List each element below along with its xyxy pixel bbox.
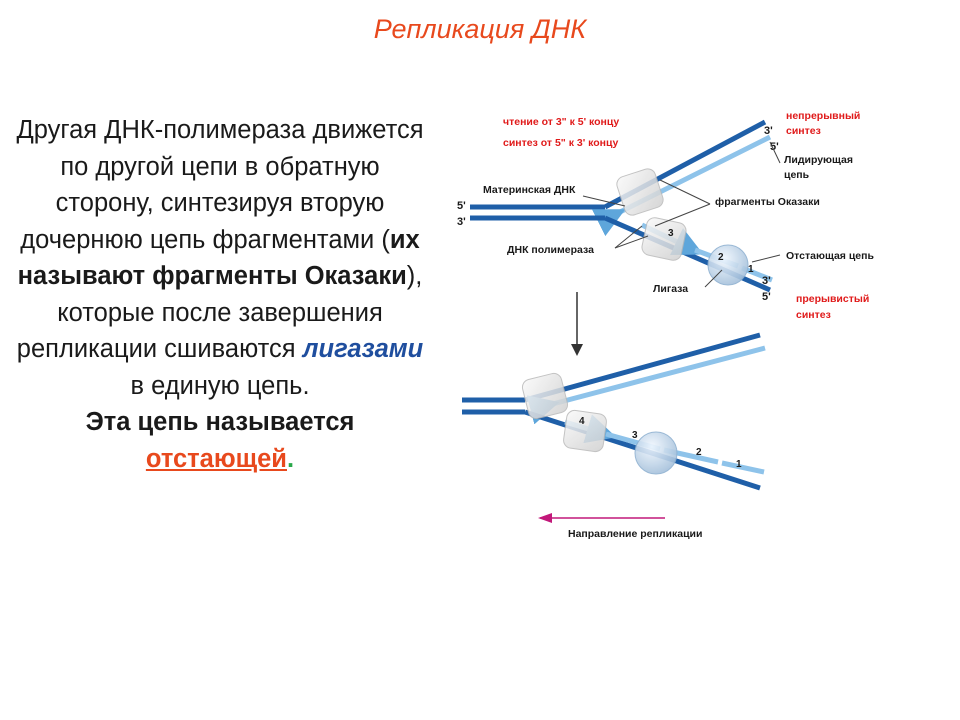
text-part-2: ), которые после завершения репликации с… [16,262,423,363]
ligase-label: Лигаза [653,283,688,295]
ligase-sphere [707,244,749,286]
text-ligases: лигазами [302,335,424,363]
end-label-br-bottom: 5' [762,291,771,303]
polymerase-label: ДНК полимераза [507,244,594,256]
synthesis-label: синтез от 5" к 3' концу [503,137,618,149]
polymerase-bottom-2 [563,409,607,453]
okazaki-fragment-1b [721,460,765,475]
text-bold-okazaki: их называют фрагменты Оказаки [17,225,420,291]
body-text: Другая ДНК-полимераза движется по другой… [14,112,426,477]
replication-direction-label: Направление репликации [568,528,702,540]
continuous-label-1: непрерывный [786,110,860,122]
ligase-sphere-2 [634,431,678,475]
polymerase-top-2 [521,372,569,420]
parent-dna-label: Материнская ДНК [483,184,576,196]
text-bold-chain: Эта цепь называется [85,408,355,436]
discontinuous-label-2: синтез [796,309,831,321]
fragment-number: 1 [736,459,742,470]
text-dot: . [287,444,295,473]
fragment-number: 2 [696,447,702,458]
discontinuous-label-1: прерывистый [796,293,869,305]
end-label-tr-bottom: 5' [770,141,779,153]
slide-title: Репликация ДНК [373,14,587,44]
text-lagging: отстающей [145,444,287,473]
end-label-left-top: 5' [457,200,466,212]
fragment-number: 3 [632,430,638,441]
text-part-1: Другая ДНК-полимераза движется по другой… [16,116,424,254]
text-part-3: в единую цепь. [130,371,310,400]
fragment-number: 4 [579,416,585,427]
polymerase-bottom [641,217,687,261]
leading-new-strand-2 [526,345,766,425]
end-label-br-top: 3' [762,275,771,287]
reading-label: чтение от 3" к 5' концу [503,116,619,128]
lagging-label: Отстающая цепь [786,250,874,262]
polymerase-top [616,168,664,216]
leading-label-1: Лидирующая [784,154,853,166]
fork-bottom: 4 3 2 1 [462,332,766,491]
replication-direction-arrowhead [538,513,552,523]
fragment-number: 1 [748,264,754,275]
continuous-label-2: синтез [786,125,821,137]
fork-top: 3 2 1 5' 3' 3' 5' 3' 5' чтение от 3" к 5… [457,110,874,321]
end-label-tr-top: 3' [764,125,773,137]
okazaki-label: фрагменты Оказаки [715,196,820,208]
fragment-number: 2 [718,252,724,263]
fragment-number: 3 [668,228,674,239]
leading-label-2: цепь [784,169,810,181]
end-label-left-bottom: 3' [457,216,466,228]
